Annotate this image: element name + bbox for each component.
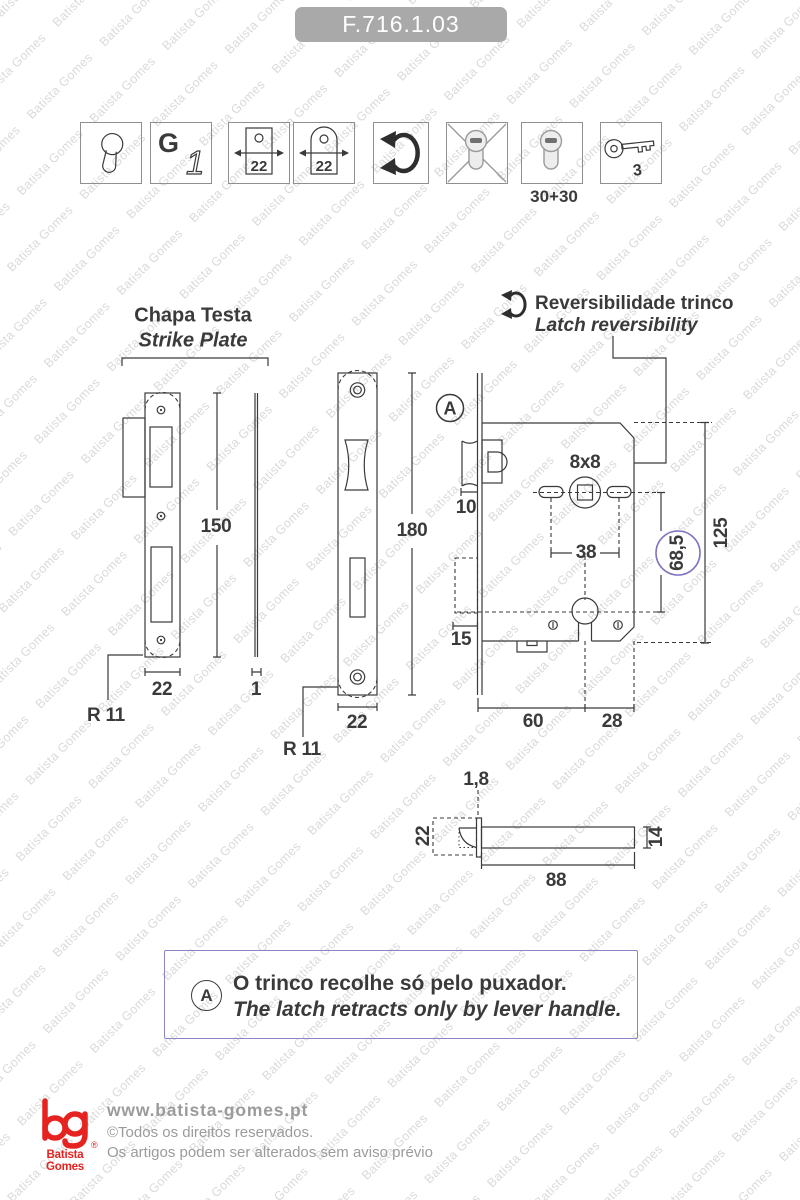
icon-box-cylinder-30-30 [521,122,583,184]
dim-faceplate-width: 22 [346,712,368,733]
note-text-en: The latch retracts only by lever handle. [233,998,622,1021]
dim-case-height: 125 [711,517,732,549]
note-box [164,950,638,1039]
dim-centres: 68,5 [667,535,688,571]
copyright-text: ©Todos os direitos reservados. [107,1124,314,1141]
dim-fixing-spacing: 38 [575,542,597,563]
dim-faceplate-radius: R 11 [283,739,321,760]
icon-box-handing-g1 [150,122,212,184]
note-marker-a: A [191,980,222,1011]
reversibility-label-pt: Reversibilidade trinco [535,293,734,314]
dim-strike-thickness: 1 [250,679,262,700]
icon-box-square-faceplate [228,122,290,184]
icon-box-euro-profile [80,122,142,184]
product-code-badge: F.716.1.03 [295,7,507,42]
dim-strike-radius: R 11 [87,705,125,726]
strike-plate-title-pt: Chapa Testa [134,304,252,327]
reversibility-label-en: Latch reversibility [535,315,698,336]
cylinder-size-label: 30+30 [530,187,578,206]
website-url[interactable]: www.batista-gomes.pt [107,1100,309,1120]
brand-name: Batista Gomes [46,1149,84,1173]
dim-latch-plate-thickness: 1,8 [463,769,489,790]
dim-latch-plate-width: 22 [413,825,434,847]
registered-mark: ® [91,1140,98,1150]
footer: ® Batista Gomes www.batista-gomes.pt ©To… [0,1095,800,1175]
dim-backset: 60 [522,711,544,732]
icon-box-rounded-faceplate [293,122,355,184]
dim-faceplate-height: 180 [396,520,428,541]
dim-strike-width: 22 [151,679,173,700]
dim-rear: 28 [601,711,623,732]
icon-box-keys [600,122,662,184]
dim-strike-height: 150 [200,516,232,537]
bg-logo: ® [42,1098,98,1150]
note-text-pt: O trinco recolhe só pelo puxador. [233,972,567,995]
disclaimer-text: Os artigos podem ser alterados sem aviso… [107,1144,433,1161]
dim-latch-projection: 10 [455,497,477,518]
dim-latch-bolt-length: 88 [545,870,567,891]
strike-plate-title-en: Strike Plate [138,329,248,352]
dim-latch-bolt-height: 14 [646,826,667,848]
dim-cylinder-edge: 15 [450,629,472,650]
icon-box-reversible [373,122,429,184]
icon-box-cylinder-excluded [446,122,508,184]
marker-a-drawing: A [443,398,457,419]
dim-spindle: 8x8 [569,452,601,473]
